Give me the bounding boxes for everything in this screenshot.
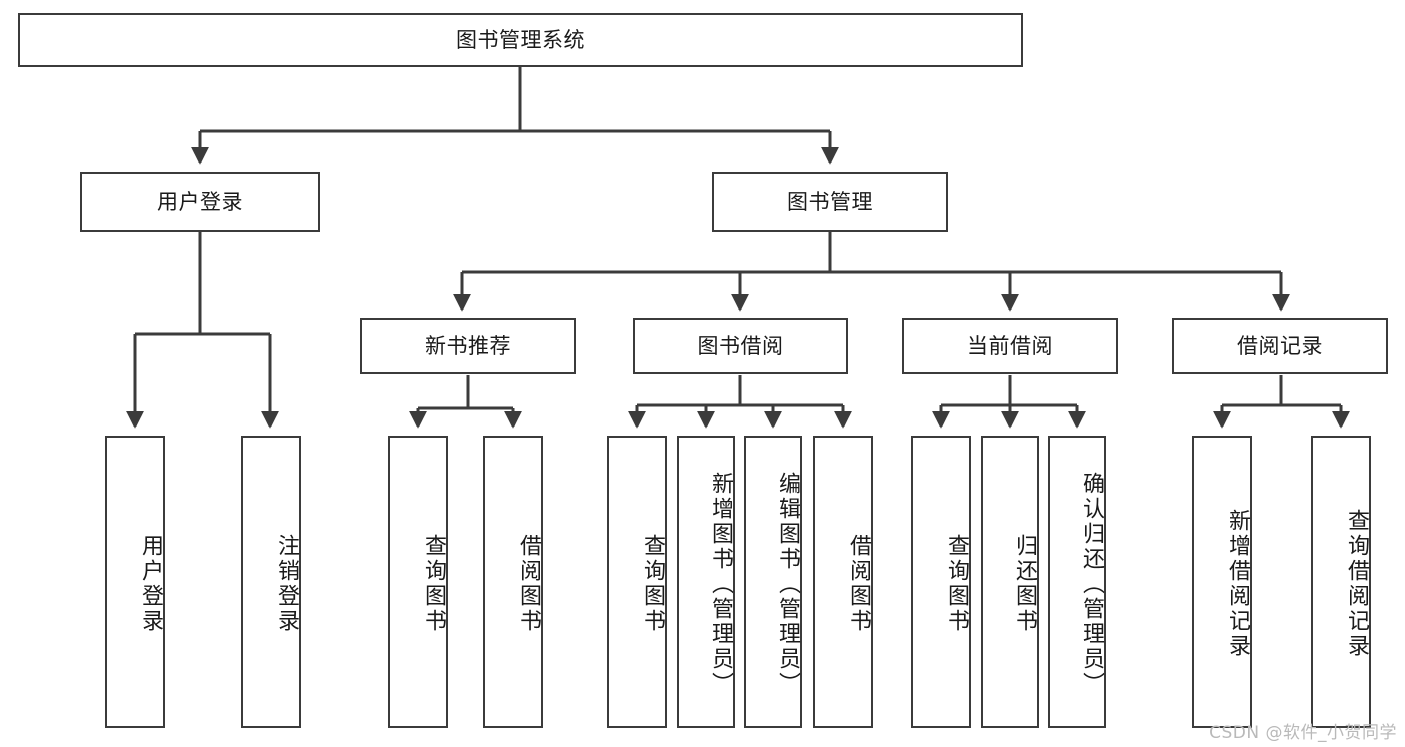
node-book-borrow[interactable]: 图书借阅 — [633, 318, 848, 374]
leaf-query-book-recommend[interactable]: 查询图书 — [388, 436, 448, 728]
node-label: 确认归还（管理员） — [1079, 471, 1104, 697]
node-label: 查询图书 — [421, 534, 446, 634]
node-label: 查询图书 — [944, 534, 969, 634]
node-label: 查询借阅记录 — [1344, 509, 1369, 659]
node-current-borrow[interactable]: 当前借阅 — [902, 318, 1118, 374]
node-label: 借阅记录 — [1237, 333, 1323, 358]
node-label: 借阅图书 — [516, 534, 541, 634]
leaf-borrow-book-recommend[interactable]: 借阅图书 — [483, 436, 543, 728]
node-label: 借阅图书 — [846, 534, 871, 634]
leaf-user-login[interactable]: 用户登录 — [105, 436, 165, 728]
node-label: 注销登录 — [274, 534, 299, 634]
node-label: 当前借阅 — [967, 333, 1053, 358]
node-label: 用户登录 — [138, 534, 163, 634]
leaf-add-borrow-record[interactable]: 新增借阅记录 — [1192, 436, 1252, 728]
leaf-add-book-admin[interactable]: 新增图书（管理员） — [677, 436, 735, 728]
node-label: 图书借阅 — [697, 333, 784, 358]
leaf-edit-book-admin[interactable]: 编辑图书（管理员） — [744, 436, 802, 728]
leaf-return-book[interactable]: 归还图书 — [981, 436, 1039, 728]
watermark: CSDN @软件_小贺同学 — [1209, 723, 1397, 743]
node-label: 查询图书 — [640, 534, 665, 634]
node-root[interactable]: 图书管理系统 — [18, 13, 1023, 67]
leaf-borrow-book[interactable]: 借阅图书 — [813, 436, 873, 728]
leaf-logout[interactable]: 注销登录 — [241, 436, 301, 728]
leaf-query-borrow-record[interactable]: 查询借阅记录 — [1311, 436, 1371, 728]
node-book-management[interactable]: 图书管理 — [712, 172, 948, 232]
leaf-query-book-borrow[interactable]: 查询图书 — [607, 436, 667, 728]
node-label: 新增借阅记录 — [1225, 509, 1250, 659]
node-label: 新增图书（管理员） — [708, 471, 733, 697]
node-new-book-recommend[interactable]: 新书推荐 — [360, 318, 576, 374]
leaf-confirm-return-admin[interactable]: 确认归还（管理员） — [1048, 436, 1106, 728]
node-label: 新书推荐 — [425, 333, 511, 358]
node-label: 图书管理系统 — [456, 27, 585, 52]
node-label: 编辑图书（管理员） — [775, 471, 800, 697]
node-label: 用户登录 — [157, 189, 243, 214]
node-label: 图书管理 — [787, 189, 873, 214]
node-user-login[interactable]: 用户登录 — [80, 172, 320, 232]
node-borrow-record[interactable]: 借阅记录 — [1172, 318, 1388, 374]
node-label: 归还图书 — [1012, 534, 1037, 634]
leaf-query-book-current[interactable]: 查询图书 — [911, 436, 971, 728]
